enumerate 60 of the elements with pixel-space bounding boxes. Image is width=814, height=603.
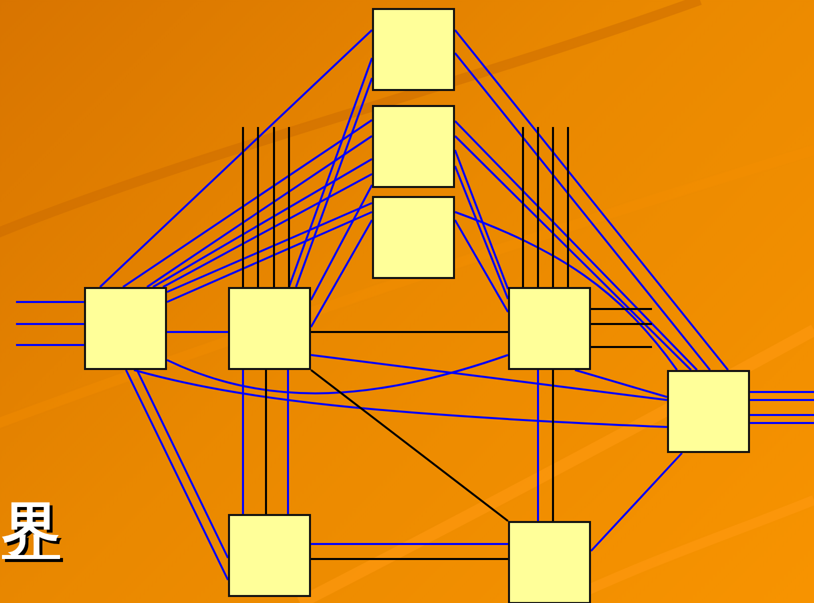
connector-line [273, 127, 275, 287]
connector-line [310, 354, 668, 401]
connector-line [567, 127, 569, 287]
square-box [372, 105, 455, 188]
connector-line [552, 370, 554, 521]
connector-line [454, 220, 509, 312]
connector-line [295, 78, 373, 288]
connector-line [522, 127, 524, 287]
square-box [372, 8, 455, 91]
connector-line [574, 369, 668, 398]
square-box [228, 287, 311, 370]
connector-line [310, 369, 509, 522]
square-box [84, 287, 167, 370]
connector-line [287, 370, 289, 514]
connector-line [265, 370, 267, 514]
connector-line [311, 558, 508, 560]
connector-line [311, 543, 508, 545]
square-box [228, 514, 311, 597]
connector-line [454, 166, 509, 300]
connector-line [16, 323, 84, 325]
connector-line [590, 452, 683, 552]
connector-line [750, 414, 814, 416]
connector-line [591, 346, 652, 348]
connector-line [166, 354, 508, 394]
connector-line [16, 344, 84, 346]
connector-line [454, 211, 678, 371]
connector-line [750, 399, 814, 401]
connector-line [311, 331, 508, 333]
connector-line [166, 211, 372, 303]
connector-line [552, 127, 554, 287]
square-box [667, 370, 750, 453]
connector-line [146, 135, 373, 288]
connector-line [288, 58, 373, 288]
connector-line [310, 184, 373, 300]
connector-line [136, 370, 229, 558]
connector-line [288, 127, 290, 287]
connector-line [167, 331, 228, 333]
connector-line [99, 29, 373, 288]
connector-line [537, 370, 539, 521]
connector-line [152, 158, 372, 288]
connector-line [242, 370, 244, 514]
connector-line [134, 369, 668, 428]
connector-line [166, 202, 372, 293]
connector-line [257, 127, 259, 287]
connector-line [591, 308, 652, 310]
square-box [508, 287, 591, 370]
connector-line [454, 150, 509, 290]
connector-line [750, 391, 814, 393]
connector-line [310, 220, 373, 328]
connector-line [125, 370, 229, 580]
square-box [508, 521, 591, 603]
heading-text: 界 [2, 496, 60, 563]
connector-line [750, 422, 814, 424]
connector-line [16, 301, 84, 303]
connector-line [591, 323, 652, 325]
square-box [372, 196, 455, 279]
connector-line [122, 119, 373, 288]
connector-line [537, 127, 539, 287]
connector-line [242, 127, 244, 287]
connector-line [162, 173, 372, 288]
